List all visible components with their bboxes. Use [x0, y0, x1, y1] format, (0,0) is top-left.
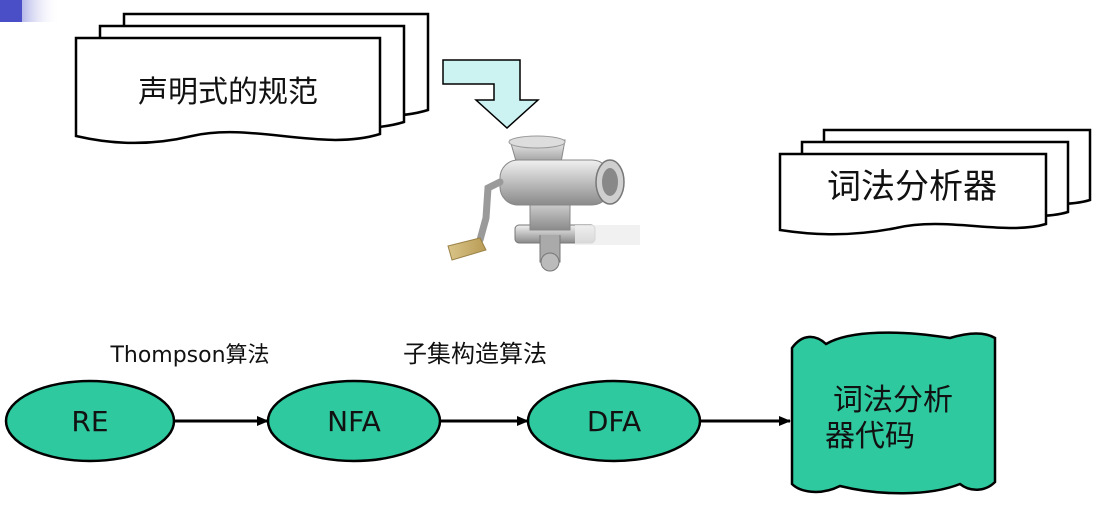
node-dfa: DFA: [526, 379, 702, 463]
grinder-illustration: [447, 135, 640, 272]
node-nfa: NFA: [266, 379, 442, 463]
code-document-line1: 词法分析: [833, 383, 953, 418]
slide-corner-square: [0, 0, 22, 22]
node-dfa-label: DFA: [587, 405, 641, 438]
edge-label-subset: 子集构造算法: [403, 340, 547, 368]
spec-document-front: [74, 36, 382, 145]
node-re-label: RE: [71, 405, 108, 438]
pipeline: Thompson算法 子集构造算法 RE NFA DFA 词法分析 器代码: [4, 331, 997, 495]
output-document-stack: 词法分析器: [778, 128, 1092, 236]
code-document: 词法分析 器代码: [790, 331, 997, 495]
process-arrow: [442, 59, 540, 130]
output-document-label: 词法分析器: [827, 167, 997, 207]
spec-document-label: 声明式的规范: [138, 75, 318, 110]
spec-document-stack: 声明式的规范: [74, 12, 430, 145]
node-re: RE: [4, 379, 176, 463]
code-document-line2: 器代码: [825, 419, 915, 454]
node-nfa-label: NFA: [327, 405, 381, 438]
output-document-front: [778, 152, 1048, 236]
edge-label-thompson: Thompson算法: [109, 343, 269, 368]
